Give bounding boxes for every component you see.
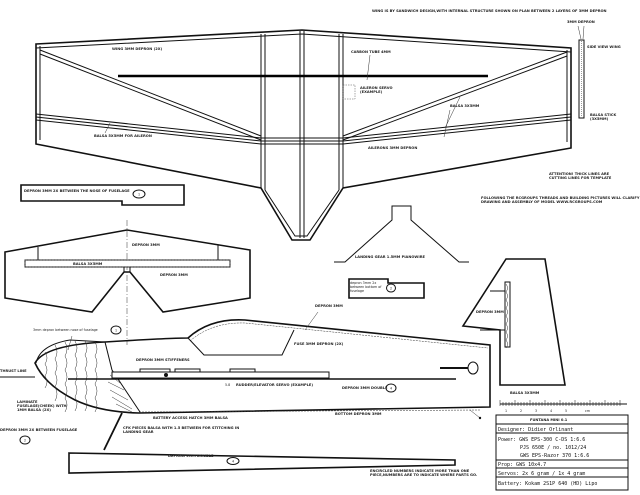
ruler-tick-4: 4 (550, 409, 552, 413)
landing-gear-label: LANDING GEAR 1.5MM PIANOWIRE (355, 255, 425, 259)
following-note-2: DRAWING AND ASSEMBLY OF MODEL WWW.RCGROU… (481, 200, 603, 204)
landing-gear-leg (103, 412, 123, 451)
bottom-box-number: 2 (390, 287, 392, 291)
bottom-box-label-2: between bottom of (350, 285, 382, 289)
title-block: FUNTANA MINI 0.1 Designer: Didier Orlina… (495, 414, 629, 491)
wing-depron-2x-label: WING 3MM DEPRON (2X) (112, 47, 162, 51)
nose-note-number: 1 (115, 329, 117, 333)
aileron-servo-example: (EXAMPLE) (360, 90, 383, 94)
numbers-note-2: PIECE,NUMBERS ARE TO INDICATE WHERE PART… (370, 473, 477, 477)
attention-note-2: CUTTING LINES FOR TEMPLATE (549, 176, 612, 180)
balsa-stick-size: (3X5MM) (590, 117, 609, 121)
battery-label: Battery: Kokam 2S1P 640 (HD) Lipo (498, 481, 597, 487)
fuse-double-number: 4 (390, 387, 392, 391)
nose-doubler-part: DEPRON 3MM 2X BETWEEN THE NOSE OF FUSELA… (20, 184, 185, 206)
power-line-3: GWS EPS-Razor 370 1:6.6 (520, 453, 589, 459)
bottom-depron-label: BOTTOM DEPRON 3MM (335, 412, 382, 416)
ruler-tick-5: 5 (565, 409, 567, 413)
between-fuselage-label: DEPRON 3MM 2X BETWEEN FUSELAGE (0, 428, 78, 432)
bottom-box-label-1: depron 3mm 2x (350, 281, 376, 285)
cfk-label-1: CFK PIECES BALSA WITH 1.5 BETWEEN FOR ST… (123, 426, 239, 430)
prop-label: Prop: GWS 10x4.7 (498, 462, 546, 468)
stab-balsa-label: BALSA 3X5MM (73, 262, 103, 266)
side-view-label: SIDE VIEW WING (587, 45, 621, 49)
servo-size-label: 5.8 (225, 383, 230, 387)
stiffeners-label: DEPRON 3MM STIFFENERS (136, 358, 190, 362)
fin-depron-label: DEPRON 3MM (476, 310, 504, 314)
nose-note-label: 3mm depron between nose of fuselage (33, 328, 98, 332)
fuse-depron-top-label: DEPRON 3MM (315, 304, 343, 308)
nose-box-number: 1 (138, 193, 140, 197)
fuselage-side-view: DEPRON 3MM 3mm depron between nose of fu… (0, 304, 491, 451)
aileron-servo-outline (342, 84, 356, 100)
ailerons-label: AILERONS 3MM DEPRON (368, 146, 417, 150)
vertical-fin: DEPRON 3MM BALSA 3X5MM (461, 258, 566, 395)
bottom-box-label-3: fuselage (350, 289, 364, 293)
nose-hatching (44, 340, 133, 413)
servos-label: Servos: 2x 6 gram / 1x 4 gram (498, 471, 585, 477)
fuselage-doubler-part: DEPRON 3MM DOUBLE 4 (68, 452, 456, 474)
lower-double-label: DEPRON 3MM DOUBLE (168, 454, 214, 458)
scale-ruler: 1 2 3 4 5 cm (499, 400, 627, 413)
ruler-tick-2: 2 (520, 409, 522, 413)
ruler-unit: cm (585, 409, 590, 413)
thrust-line-label: THRUST LINE (0, 369, 27, 373)
balsa-aileron-label: BALSA 5X5MM FOR AILERON (94, 134, 152, 138)
fuse-double-label: DEPRON 3MM DOUBLE (342, 386, 388, 390)
battery-hatch-label: BATTERY ACCESS HATCH 3MM BALSA (153, 416, 228, 420)
laminate-label-2: FUSELAGE(CHEEK) WITH (17, 404, 67, 408)
title-label: FUNTANA MINI 0.1 (530, 418, 568, 422)
rudder-servo-label: RUDDER/ELEVATOR SERVO (EXAMPLE) (236, 383, 313, 387)
power-line-2: PJS 650E / no. 1012/24 (520, 445, 586, 451)
fuse-depron-label: FUSE 3MM DEPRON (2X) (294, 342, 344, 346)
stab-depron-top-label: DEPRON 3MM (132, 243, 160, 247)
balsa-label: BALSA 3X5MM (450, 104, 480, 108)
bottom-doubler-part: depron 3mm 2x between bottom of fuselage… (348, 278, 425, 299)
between-fuselage-number: 2 (24, 439, 26, 443)
wing-depron-label: 3MM DEPRON (567, 20, 595, 24)
laminate-label-1: LAMINATE (17, 400, 38, 404)
wing-plan: WING IS BY SANDWICH DESIGN,WITH INTERNAL… (35, 9, 621, 241)
fin-balsa-label: BALSA 3X5MM (510, 391, 540, 395)
balsa-stick-label: BALSA STICK (590, 113, 616, 117)
stab-depron-bottom-label: DEPRON 3MM (160, 273, 188, 277)
lower-double-number: 4 (232, 460, 234, 464)
nose-box-label: DEPRON 3MM 2X BETWEEN THE NOSE OF FUSELA… (24, 189, 130, 193)
landing-gear-part: LANDING GEAR 1.5MM PIANOWIRE (334, 205, 469, 263)
attention-note-1: ATTENTION! THICK LINES ARE (549, 172, 610, 176)
sandwich-note: WING IS BY SANDWICH DESIGN,WITH INTERNAL… (372, 9, 607, 13)
cfk-label-2: LANDING GEAR (123, 430, 154, 434)
laminate-label-3: 1MM BALSA (2X) (17, 408, 51, 412)
servo-tray (111, 371, 330, 379)
ruler-tick-1: 1 (505, 409, 507, 413)
ruler-tick-3: 3 (535, 409, 537, 413)
following-note-1: FOLLOWING THE RCGROUPS THREADS AND BUILD… (481, 196, 640, 200)
horizontal-stabilizer: DEPRON 3MM BALSA 3X5MM DEPRON 3MM (4, 220, 251, 345)
aileron-servo-label: AILERON SERVO (360, 86, 393, 90)
numbers-note-1: ENCIRCLED NUMBERS INDICATE MORE THAN ONE (370, 469, 470, 473)
power-line-1: Power: GWS EPS-300 C-DS 1:6.6 (498, 437, 585, 443)
designer-label: Designer: Didier Orlinant (498, 427, 573, 433)
carbon-tube-label: CARBON TUBE 4MM (351, 50, 391, 54)
